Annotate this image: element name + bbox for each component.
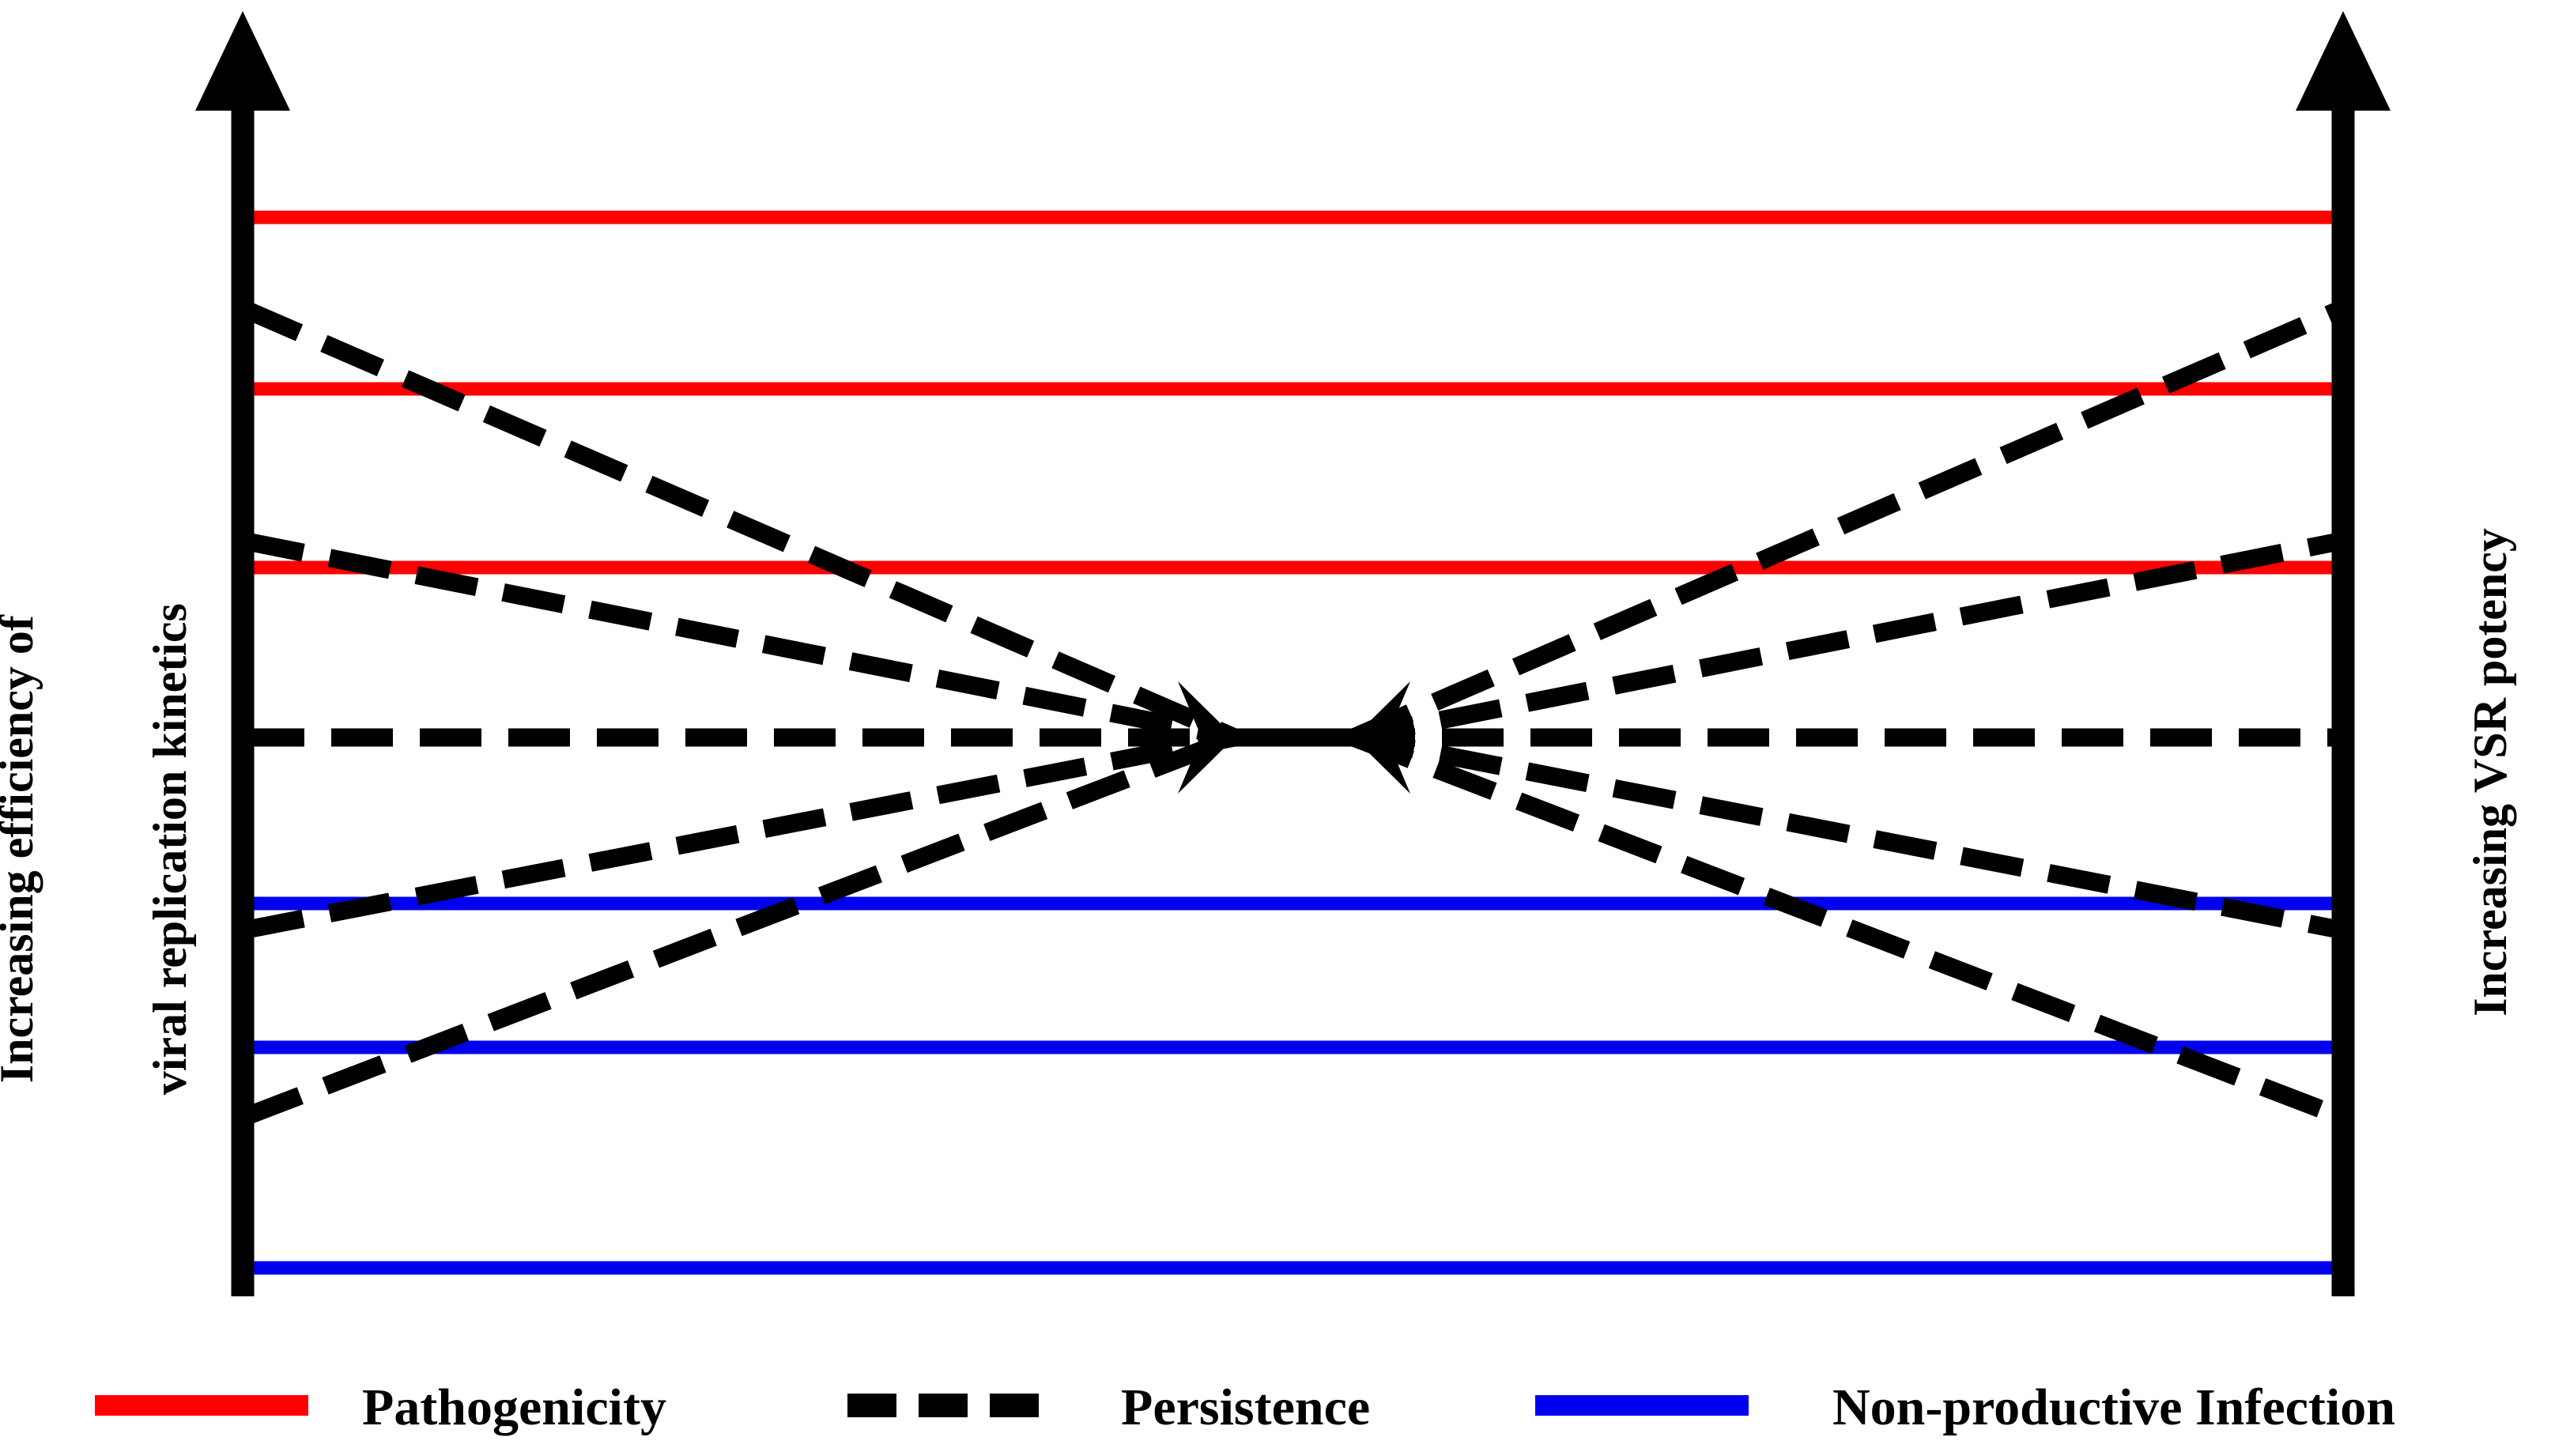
legend-label-pathogenicity: Pathogenicity — [362, 1379, 666, 1436]
left-axis-label-line2: viral replication kinetics — [143, 603, 196, 1096]
right-axis-label-line1: Increasing VSR potency — [2463, 528, 2516, 1017]
persistence-left-4 — [240, 728, 1237, 940]
pathogenicity-lines — [243, 210, 2343, 575]
persistence-left-1 — [239, 300, 1239, 746]
persistence-node-right — [1353, 681, 1410, 794]
persistence-left-5 — [239, 729, 1239, 1126]
persistence-node-left — [1178, 681, 1235, 794]
non-productive-lines — [243, 896, 2343, 1275]
persistence-right-4 — [1351, 728, 2345, 940]
right-axis — [2296, 11, 2391, 1296]
persistence-right-1 — [1349, 300, 2347, 746]
legend-label-persistence: Persistence — [1121, 1379, 1371, 1436]
persistence-left-2 — [240, 531, 1237, 747]
persistence-lines — [239, 300, 2347, 1126]
persistence-nodes — [1178, 681, 1410, 794]
persistence-right-5 — [1349, 729, 2347, 1126]
left-axis-label-line1: Increasing efficiency of — [0, 615, 43, 1084]
left-axis-arrowhead — [195, 11, 290, 111]
left-axis-label: Increasing efficiency of viral replicati… — [0, 572, 298, 1126]
persistence-right-2 — [1351, 531, 2345, 747]
right-axis-arrowhead — [2296, 11, 2391, 111]
left-axis — [195, 11, 290, 1296]
legend-label-non-productive-infection: Non-productive Infection — [1832, 1379, 2395, 1436]
right-axis-label: Increasing VSR potency — [2362, 496, 2570, 1049]
